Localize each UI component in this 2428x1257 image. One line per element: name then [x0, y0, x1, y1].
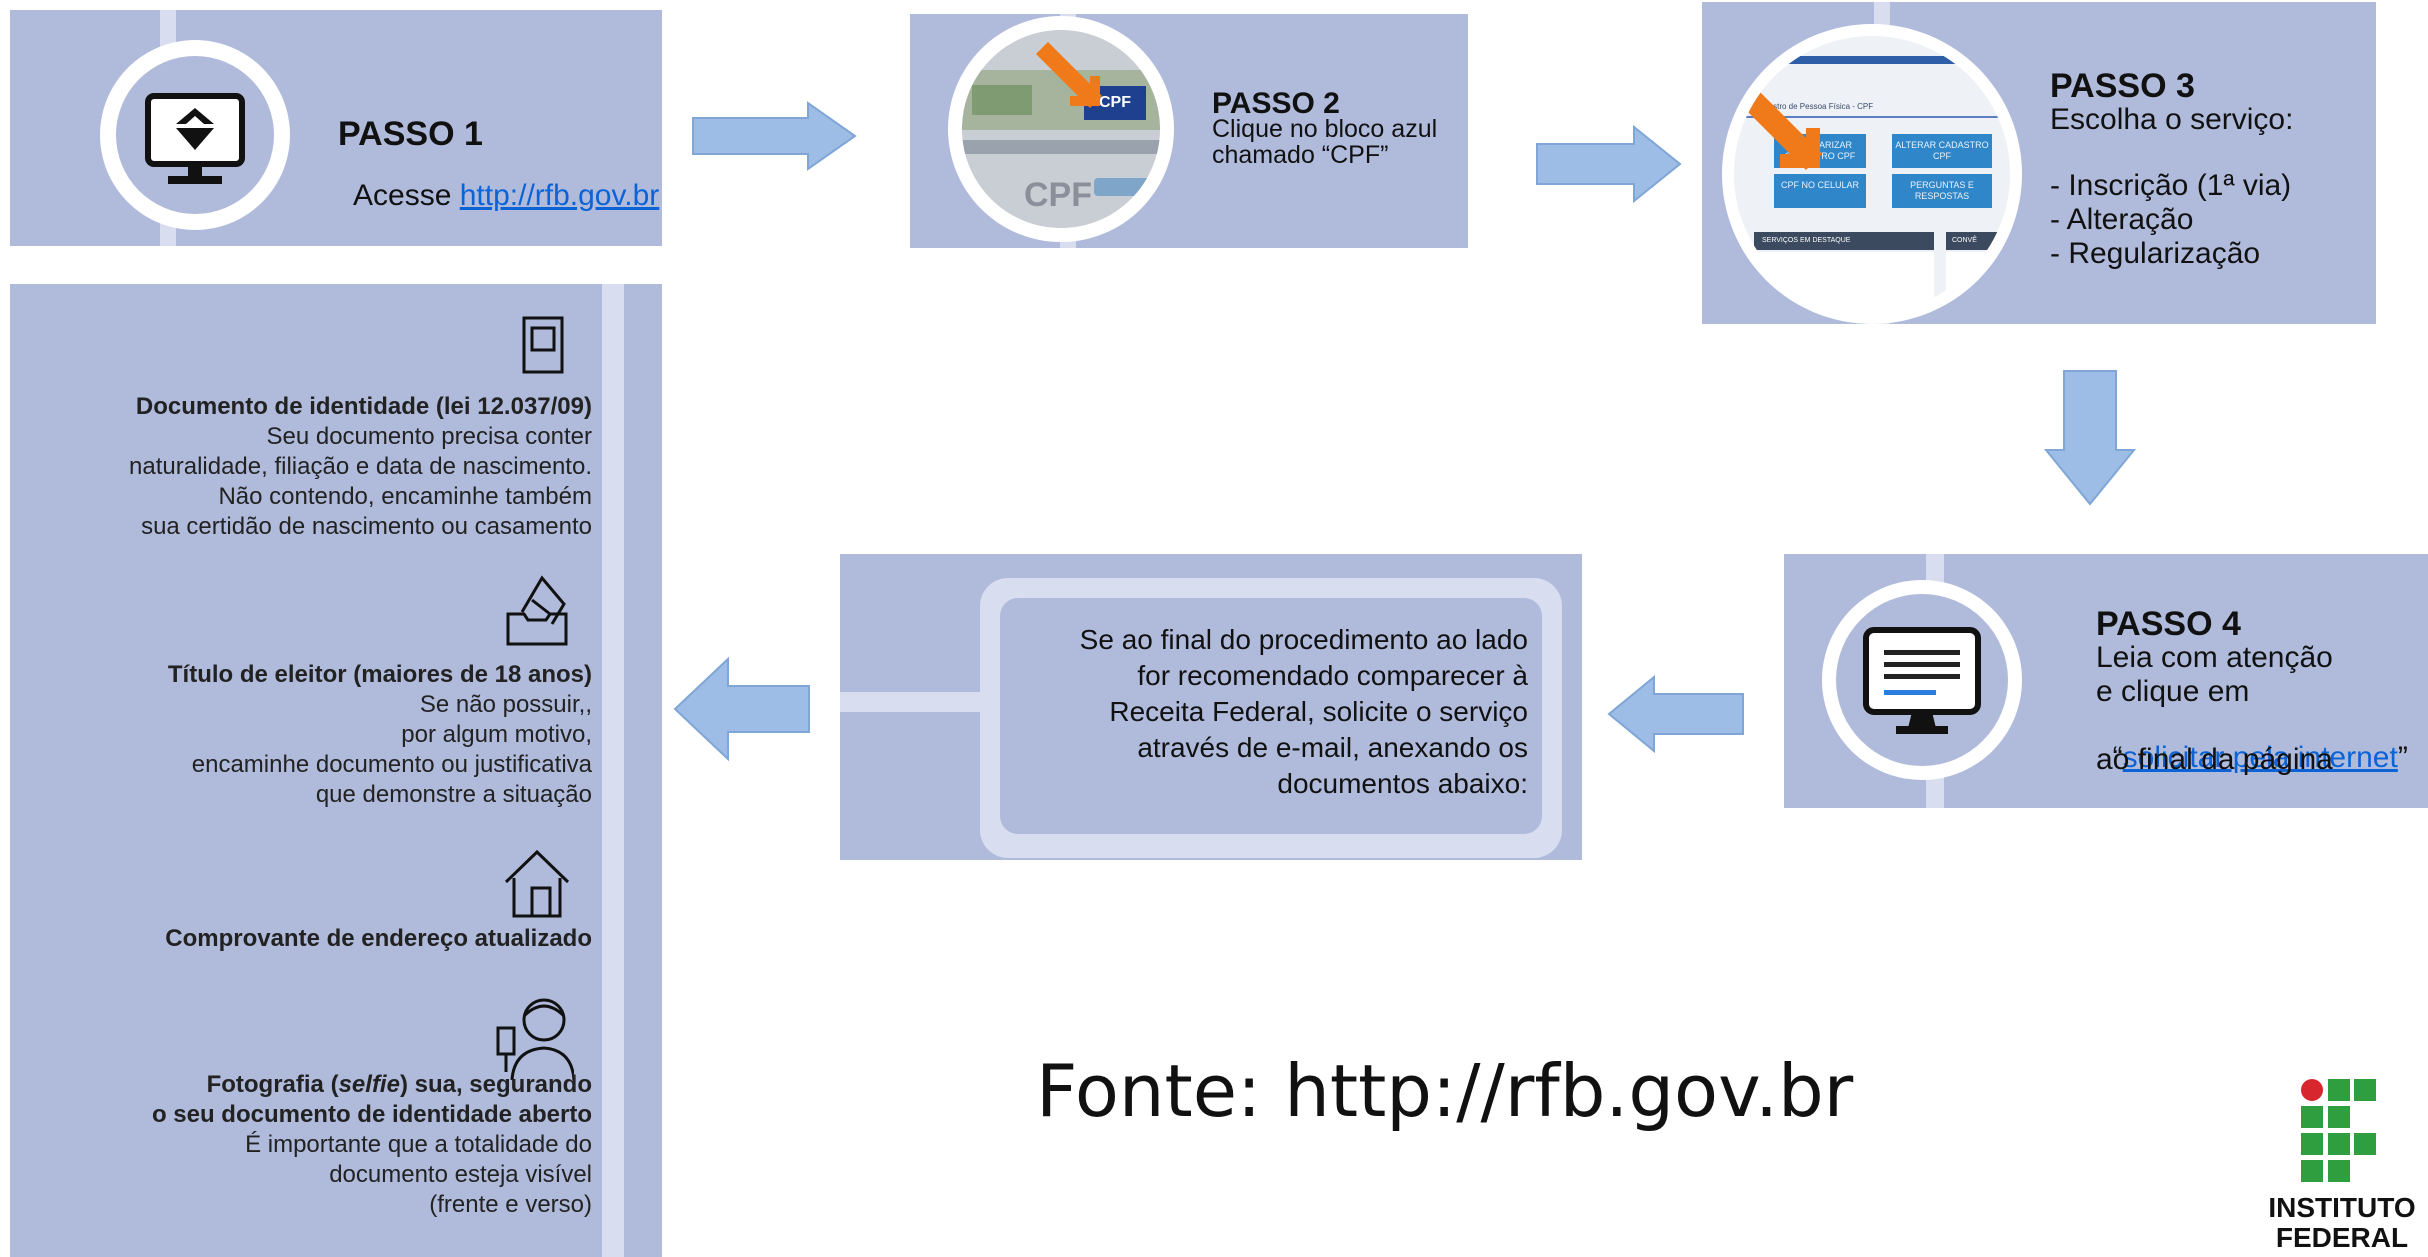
step4-line1: Leia com atenção [2096, 641, 2333, 674]
step3-option-1: - Inscrição (1ª via) [2050, 169, 2292, 202]
rfb-link[interactable]: http://rfb.gov.br [459, 179, 660, 212]
email-instructions: Se ao final do procedimento ao lado for … [1079, 624, 1528, 799]
logo-text-line1: INSTITUTO [2268, 1192, 2416, 1223]
id-card-icon [522, 316, 564, 374]
step3-subtitle: Escolha o serviço: [2050, 103, 2294, 136]
doc-comprovante: Comprovante de endereço atualizado [32, 924, 592, 954]
email-inner-box [1000, 598, 1542, 834]
arrow-left-2 [673, 656, 810, 762]
step2-title: PASSO 2 [1212, 87, 1340, 120]
pointer-arrow-icon [1738, 86, 1822, 170]
logo-text-line2: FEDERAL [2275, 1222, 2409, 1253]
arrow-right-2 [1536, 124, 1682, 204]
monitor-document-icon [1863, 627, 1981, 734]
doc-selfie: Fotografia (selfie) sua, segurando o seu… [151, 1071, 592, 1218]
doc-identidade: Documento de identidade (lei 12.037/09) … [129, 393, 592, 540]
arrow-right-1 [692, 101, 857, 171]
pointer-arrow-icon [1036, 42, 1102, 108]
cpf-website-thumbnail: CPF CPF [962, 30, 1160, 228]
solicitar-internet-link[interactable]: solicitar pela internet [2122, 741, 2398, 774]
arrow-left-1 [1607, 674, 1744, 754]
services-highlight-label: SERVIÇOS EM DESTAQUE [1754, 232, 1934, 250]
instituto-federal-logo-icon [2301, 1079, 2376, 1182]
doc-identidade-title: Documento de identidade (lei 12.037/09) [135, 393, 592, 420]
cpf-celular-button[interactable]: CPF NO CELULAR [1774, 174, 1866, 208]
perguntas-button[interactable]: PERGUNTAS E RESPOSTAS [1892, 174, 1992, 208]
cpf-watermark: CPF [1024, 176, 1092, 214]
step3-option-2: - Alteração [2050, 203, 2194, 236]
arrow-down [2043, 370, 2137, 506]
selfie-person-icon [496, 998, 574, 1081]
step2-line2: chamado “CPF” [1212, 141, 1389, 169]
step4-link-line: “solicitar pela internet” [2112, 741, 2408, 774]
ballot-box-icon [506, 575, 568, 646]
monitor-rfb-logo-icon [145, 93, 245, 184]
house-icon [504, 849, 570, 918]
source-caption: Fonte: http://rfb.gov.br [1036, 1049, 1854, 1133]
step4-title: PASSO 4 [2096, 605, 2241, 643]
step3-option-3: - Regularização [2050, 237, 2261, 270]
doc-titulo-eleitor: Título de eleitor (maiores de 18 anos) S… [167, 661, 592, 808]
screenshot-header: Cadastro de Pessoa Física - CPF [1754, 102, 1874, 111]
documents-panel [10, 284, 662, 1257]
step2-line1: Clique no bloco azul [1212, 115, 1438, 143]
convenios-label: CONVÊ [1946, 232, 2010, 250]
alterar-button[interactable]: ALTERAR CADASTRO CPF [1892, 134, 1992, 168]
doc-comprovante-title: Comprovante de endereço atualizado [165, 925, 592, 952]
step1-title: PASSO 1 [338, 115, 483, 153]
services-screenshot: Cadastro de Pessoa Física - CPF REGULARI… [1734, 36, 2010, 312]
documents-list: Documento de identidade (lei 12.037/09) … [30, 284, 592, 1257]
step4-line4: ao final da página [2096, 743, 2333, 776]
doc-titulo-title: Título de eleitor (maiores de 18 anos) [167, 661, 592, 688]
step3-title: PASSO 3 [2050, 67, 2195, 105]
step4-line2: e clique em [2096, 675, 2250, 708]
step1-text: Acesse http://rfb.gov.br [353, 179, 660, 212]
